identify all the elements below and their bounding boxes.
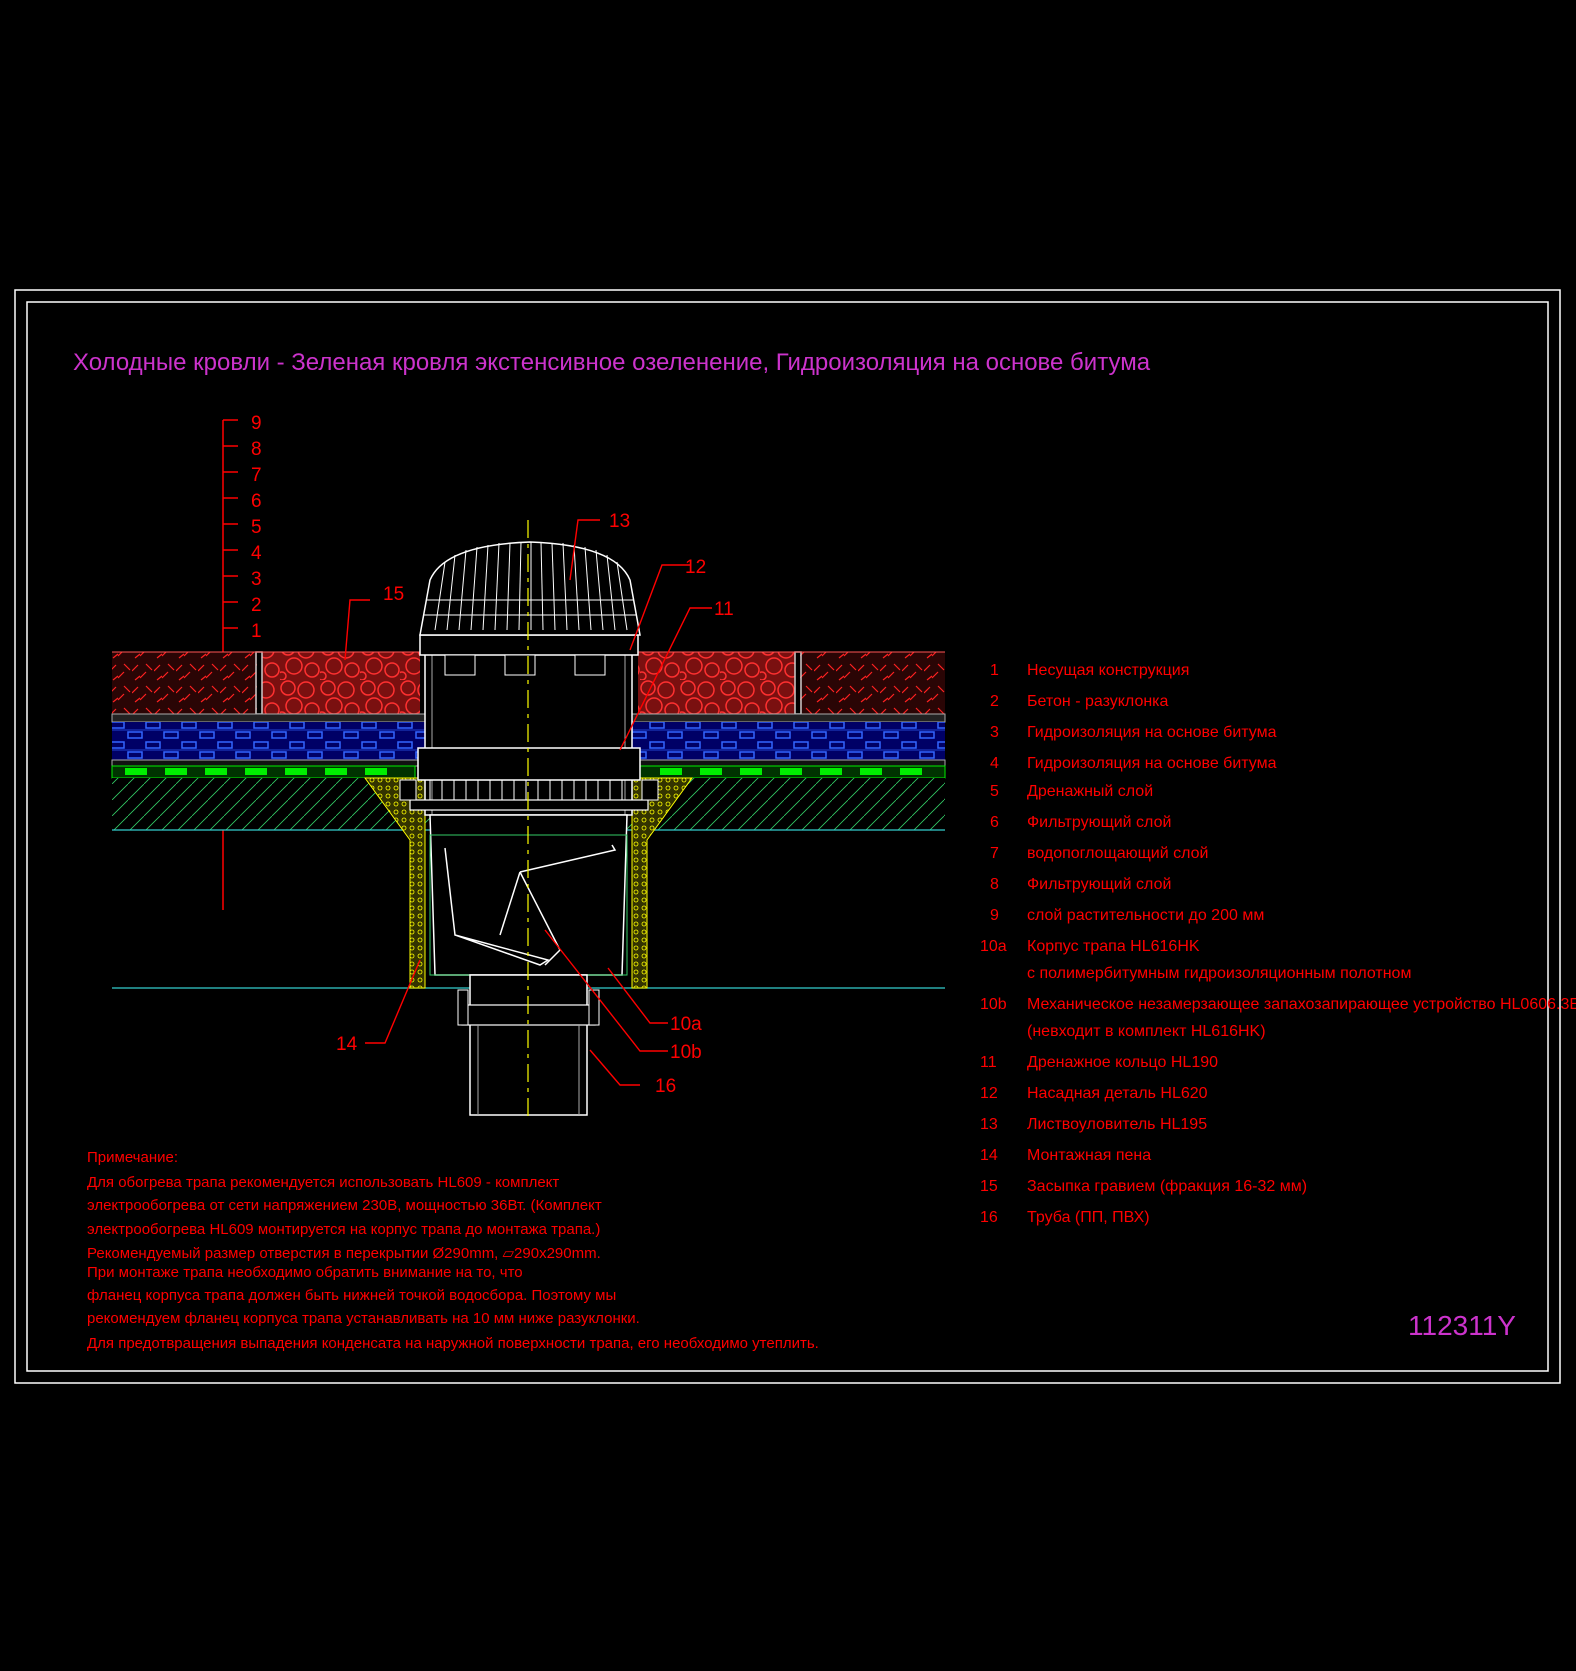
- notes-heading: Примечание:: [87, 1149, 178, 1166]
- note-line: электрообогрева HL609 монтируется на кор…: [87, 1221, 600, 1238]
- legend: 1 Несущая конструкция 2 Бетон - разуклон…: [980, 662, 1576, 1226]
- legend-text: Механическое незамерзающее запахозапираю…: [1027, 996, 1576, 1013]
- callout-15: 15: [383, 584, 404, 605]
- inner-frame: [26, 301, 1549, 1372]
- legend-num: 10b: [980, 996, 1007, 1013]
- notes: Примечание: Для обогрева трапа рекоменду…: [87, 1149, 819, 1352]
- callout-10b: 10b: [670, 1042, 702, 1063]
- legend-text: Несущая конструкция: [1027, 662, 1189, 679]
- leaf-guard: [419, 541, 641, 636]
- scale-tick-9: 9: [251, 413, 262, 434]
- legend-num: 9: [990, 907, 999, 924]
- drainage-ring: [417, 747, 641, 781]
- legend-text: Гидроизоляция на основе битума: [1027, 755, 1277, 772]
- scale-tick-2: 2: [251, 595, 262, 616]
- legend-num: 1: [990, 662, 999, 679]
- legend-text: Дренажный слой: [1027, 783, 1153, 800]
- scale-tick-6: 6: [251, 491, 262, 512]
- note-line: рекомендуем фланец корпуса трапа устанав…: [87, 1310, 640, 1327]
- gravel-backfill-right: [638, 652, 795, 714]
- outer-frame: [14, 289, 1561, 1384]
- vegetation-layer-right: [800, 652, 945, 714]
- legend-text: Листвоуловитель HL195: [1027, 1116, 1207, 1133]
- legend-num: 15: [980, 1178, 998, 1195]
- legend-num: 7: [990, 845, 999, 862]
- legend-num: 10a: [980, 938, 1007, 955]
- legend-num: 12: [980, 1085, 998, 1102]
- legend-text: Монтажная пена: [1027, 1147, 1151, 1164]
- note-line: электрообогрева от сети напряжением 230В…: [87, 1197, 602, 1214]
- note-line: Рекомендуемый размер отверстия в перекры…: [87, 1245, 601, 1262]
- scale-tick-8: 8: [251, 439, 262, 460]
- legend-num: 8: [990, 876, 999, 893]
- callout-12: 12: [685, 557, 706, 578]
- legend-text: Гидроизоляция на основе битума: [1027, 724, 1277, 741]
- legend-num: 5: [990, 783, 999, 800]
- legend-num: 4: [990, 755, 999, 772]
- legend-text: Фильтрующий слой: [1027, 814, 1171, 831]
- legend-text: Бетон - разуклонка: [1027, 693, 1169, 710]
- note-line: фланец корпуса трапа должен быть нижней …: [87, 1287, 616, 1304]
- gravel-backfill-left: [262, 652, 420, 714]
- legend-num: 13: [980, 1116, 998, 1133]
- legend-num: 3: [990, 724, 999, 741]
- scale-tick-7: 7: [251, 465, 262, 486]
- scale-tick-4: 4: [251, 543, 262, 564]
- callout-10a: 10a: [670, 1014, 702, 1035]
- legend-text: Труба (ПП, ПВХ): [1027, 1209, 1150, 1226]
- legend-num: 14: [980, 1147, 998, 1164]
- legend-text: Дренажное кольцо HL190: [1027, 1054, 1218, 1071]
- legend-text: Насадная деталь HL620: [1027, 1085, 1208, 1102]
- drawing-title: Холодные кровли - Зеленая кровля экстенс…: [73, 349, 1151, 376]
- legend-num: 6: [990, 814, 999, 831]
- callout-16: 16: [655, 1076, 676, 1097]
- leader-lines: [344, 519, 712, 1086]
- drawing-code: 112311Y: [1408, 1310, 1516, 1341]
- scale-tick-1: 1: [251, 621, 262, 642]
- legend-text-cont: (невходит в комплект HL616HK): [1027, 1023, 1266, 1040]
- legend-text: Корпус трапа HL616HK: [1027, 938, 1200, 955]
- scale-tick-3: 3: [251, 569, 262, 590]
- legend-text: Фильтрующий слой: [1027, 876, 1171, 893]
- callout-11: 11: [714, 599, 734, 620]
- callout-13: 13: [609, 511, 630, 532]
- legend-num: 16: [980, 1209, 998, 1226]
- legend-text: слой растительности до 200 мм: [1027, 907, 1264, 924]
- legend-num: 11: [980, 1054, 997, 1071]
- drain-assembly: [364, 520, 693, 1120]
- legend-text: водопоглощающий слой: [1027, 845, 1208, 862]
- legend-num: 2: [990, 693, 999, 710]
- legend-text-cont: с полимербитумным гидроизоляционным поло…: [1027, 965, 1411, 982]
- legend-text: Засыпка гравием (фракция 16-32 мм): [1027, 1178, 1307, 1195]
- callout-14: 14: [336, 1034, 358, 1055]
- note-line: Для предотвращения выпадения конденсата …: [87, 1335, 819, 1352]
- note-line: Для обогрева трапа рекомендуется использ…: [87, 1174, 559, 1191]
- scale-tick-5: 5: [251, 517, 262, 538]
- note-line: При монтаже трапа необходимо обратить вн…: [87, 1264, 523, 1281]
- vegetation-layer-left: [112, 652, 257, 714]
